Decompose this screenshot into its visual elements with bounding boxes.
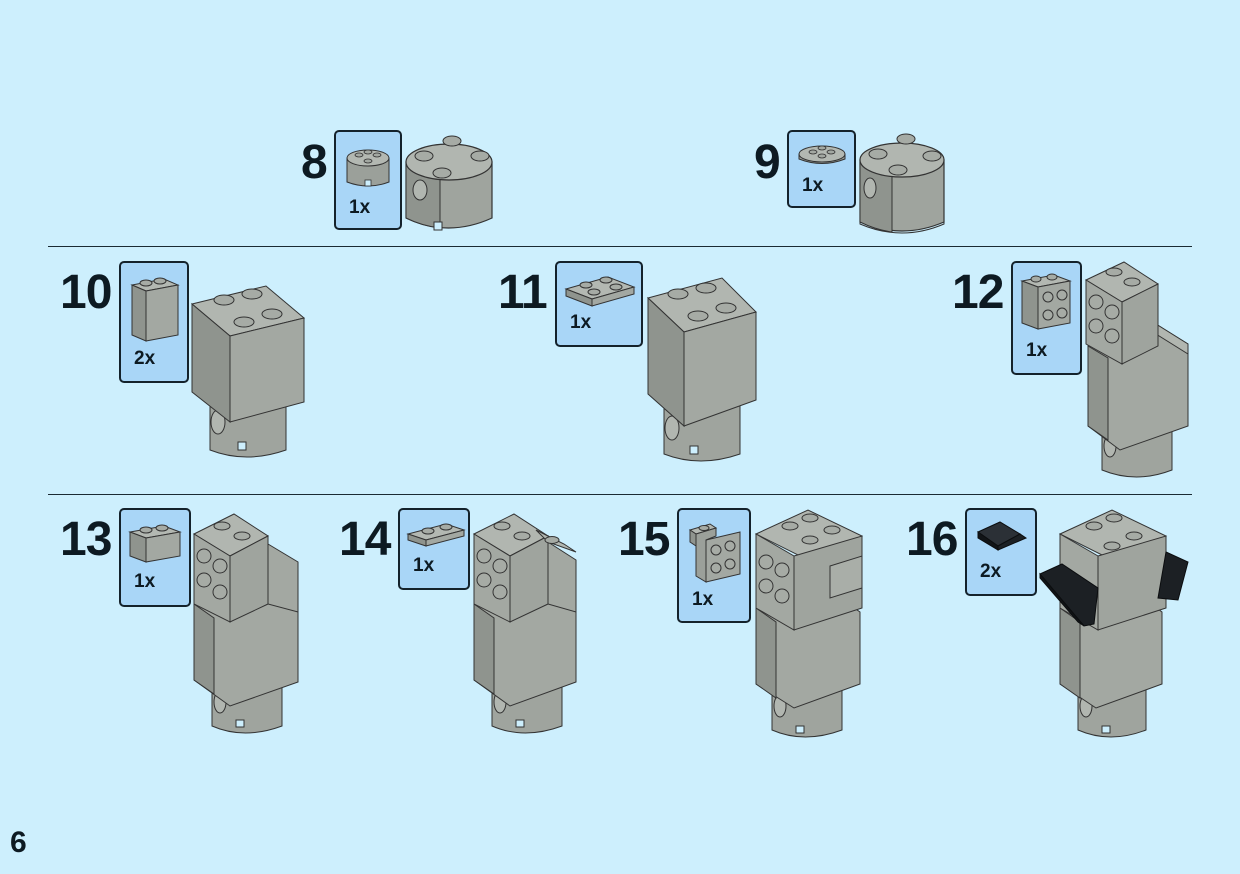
step-8-model	[405, 135, 493, 231]
step-16-model	[1039, 509, 1189, 738]
parts-callout: 2x	[119, 261, 189, 383]
step-9-model	[859, 133, 945, 234]
step-number: 14	[339, 513, 391, 566]
bracket-part-icon	[688, 523, 741, 583]
part-quantity: 1x	[692, 589, 714, 610]
step-number: 13	[60, 513, 112, 566]
slope-part-icon	[976, 521, 1028, 551]
step-number: 8	[301, 136, 328, 189]
part-quantity: 2x	[134, 348, 156, 369]
step-10-model	[190, 285, 306, 458]
parts-callout: 1x	[398, 508, 470, 590]
parts-callout: 1x	[677, 508, 751, 623]
step-number: 9	[754, 136, 781, 189]
row-divider	[48, 494, 1192, 495]
step-number: 15	[618, 513, 670, 566]
plate-part-icon	[564, 276, 636, 307]
brick-studs-side-part-icon	[1020, 273, 1072, 330]
parts-callout: 1x	[334, 130, 402, 230]
round-plate-part-icon	[798, 145, 846, 164]
step-number: 12	[952, 266, 1004, 319]
part-quantity: 1x	[570, 312, 592, 333]
parts-callout: 1x	[787, 130, 856, 208]
step-13-model	[192, 513, 299, 734]
row-divider	[48, 246, 1192, 247]
step-15-model	[754, 509, 864, 738]
step-12-model	[1084, 261, 1189, 478]
round-brick-part-icon	[346, 149, 390, 187]
plate-part-icon	[406, 523, 466, 547]
part-quantity: 1x	[134, 571, 156, 592]
part-quantity: 1x	[413, 555, 435, 576]
page-number: 6	[10, 826, 27, 859]
part-quantity: 1x	[1026, 340, 1048, 361]
part-quantity: 1x	[349, 197, 371, 218]
part-quantity: 1x	[802, 175, 824, 196]
parts-callout: 1x	[555, 261, 643, 347]
step-number: 11	[498, 266, 548, 319]
parts-callout: 2x	[965, 508, 1037, 596]
step-number: 16	[906, 513, 958, 566]
brick-part-icon	[130, 277, 180, 342]
step-11-model	[647, 277, 757, 462]
step-14-model	[472, 513, 577, 734]
parts-callout: 1x	[119, 508, 191, 607]
brick-part-icon	[128, 524, 182, 563]
part-quantity: 2x	[980, 561, 1002, 582]
parts-callout: 1x	[1011, 261, 1082, 375]
step-number: 10	[60, 266, 112, 319]
